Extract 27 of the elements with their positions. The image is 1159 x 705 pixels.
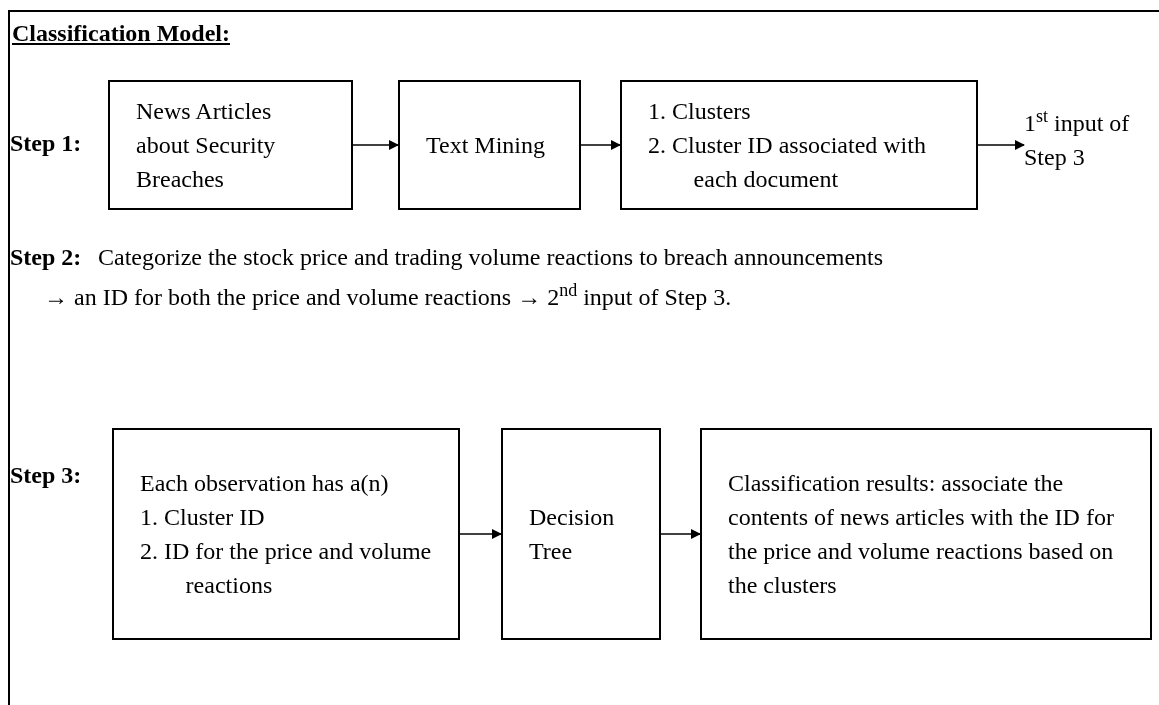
process-box xyxy=(620,80,978,210)
node-text: Text Mining xyxy=(426,131,545,160)
list-item: 1. Clusters xyxy=(648,97,752,126)
process-box xyxy=(108,80,353,210)
arrow xyxy=(660,529,701,539)
step-label: Categorize the stock price and trading volume reactions to breach announcements xyxy=(98,243,884,272)
process-box xyxy=(112,428,460,640)
node-text: Decision Tree xyxy=(529,503,616,566)
node-text: News Articles about Security Breaches xyxy=(136,97,277,194)
arrow xyxy=(459,529,502,539)
arrow xyxy=(580,140,621,150)
list-item: 2. ID for the price and volume reactions xyxy=(140,537,432,600)
node-text: 1$^{st}$ input of Step 3 xyxy=(1024,106,1131,172)
node-text: Each observation has a(n) xyxy=(140,469,390,498)
list-item: 2. Cluster ID associated with each document xyxy=(648,131,927,194)
step-description: → an ID for both the price and volume reactions → 2$^{nd}$ input of Step 3. xyxy=(44,280,732,312)
list-item: 1. Cluster ID xyxy=(140,503,266,532)
title: Classification Model: xyxy=(12,19,230,48)
step-label: Step 2: xyxy=(10,243,82,272)
step-label: Step 1: xyxy=(10,129,82,158)
process-box xyxy=(501,428,661,640)
arrow xyxy=(352,140,399,150)
step-label: Step 3: xyxy=(10,461,82,490)
node-text: Classification results: associate the contents of news articles with the ID for the price and volume reactions based on the clusters xyxy=(728,469,1115,600)
process-box xyxy=(398,80,581,210)
process-box xyxy=(700,428,1152,640)
arrow xyxy=(977,140,1025,150)
